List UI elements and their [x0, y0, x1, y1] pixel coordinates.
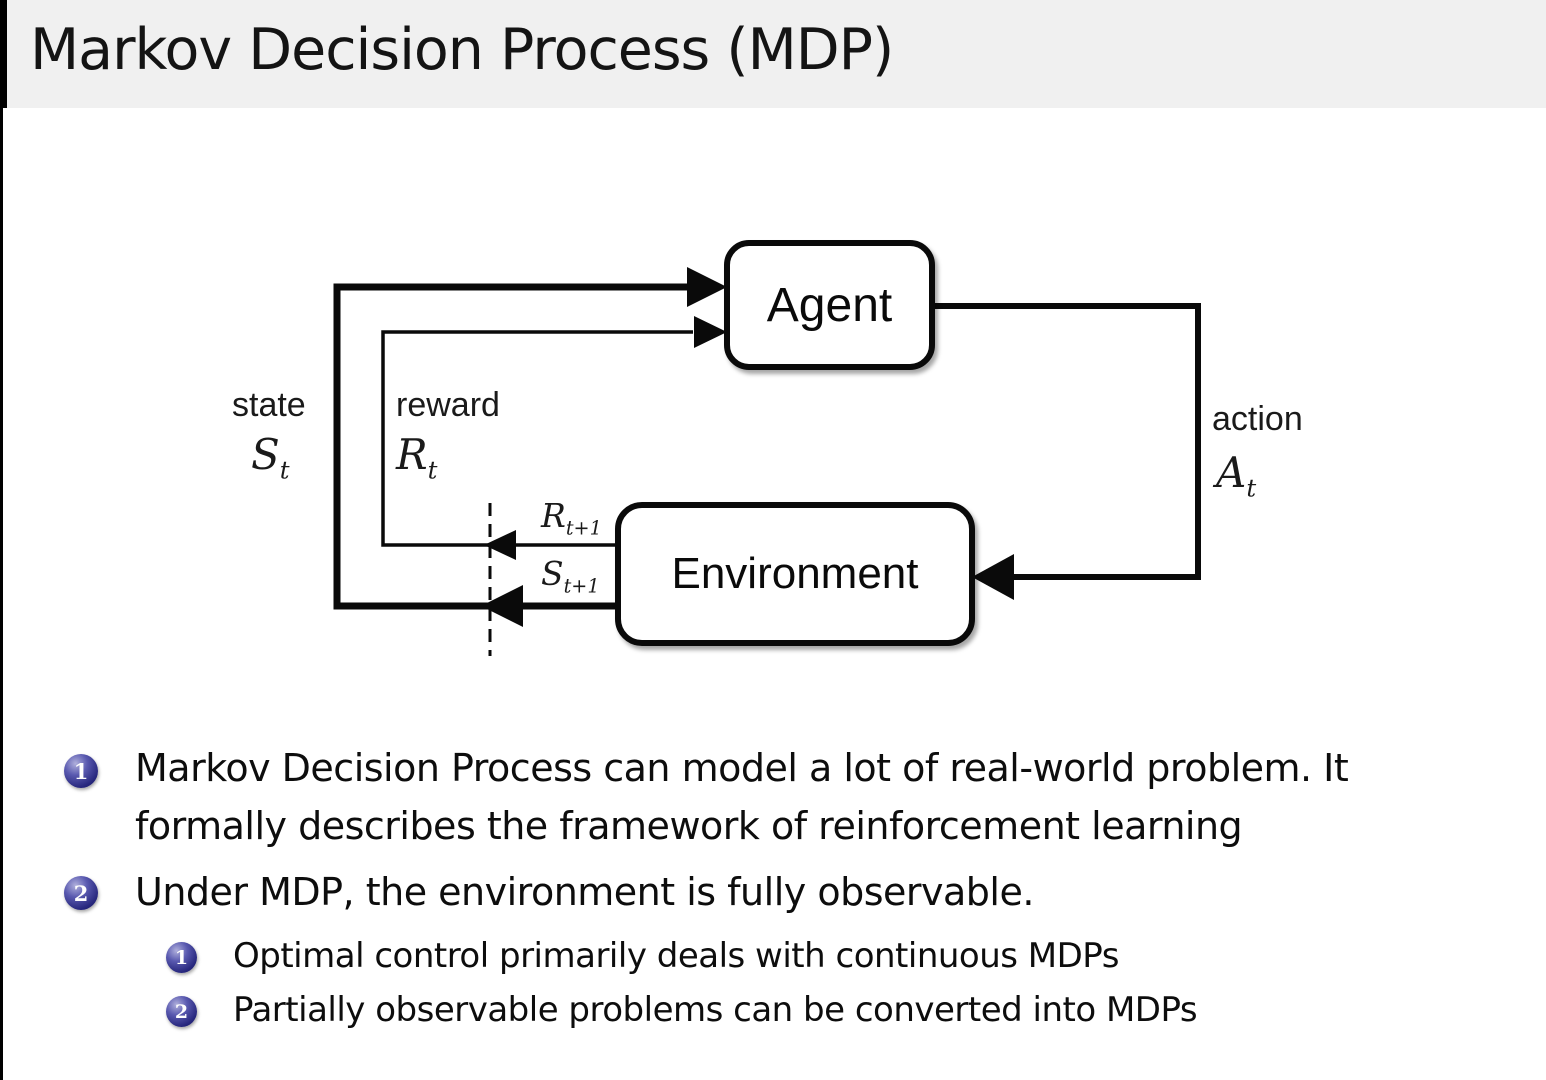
agent-box-label: Agent — [766, 278, 893, 332]
agent-box — [724, 240, 935, 370]
state-symbol-base: S — [251, 430, 280, 479]
reward-symbol-sub: t — [427, 455, 438, 485]
mdp-diagram-canvas — [333, 240, 1201, 656]
next-reward-symbol-sub: t+1 — [565, 516, 602, 540]
bullet-2-ball: 2 — [64, 876, 98, 910]
title-bar: Markov Decision Process (MDP) — [0, 0, 1546, 108]
next-state-symbol-sub: t+1 — [563, 574, 600, 598]
state-symbol: St — [251, 430, 290, 482]
reward-word-label: reward — [396, 386, 500, 424]
sub-bullet-1-ball: 1 — [166, 942, 197, 973]
action-path — [932, 303, 1201, 580]
bullet-2-text: Under MDP, the environment is fully obse… — [135, 870, 1034, 914]
action-word-label: action — [1212, 400, 1303, 438]
left-edge-strip — [0, 0, 7, 108]
next-state-symbol-base: S — [541, 554, 564, 593]
page-title: Markov Decision Process (MDP) — [30, 17, 894, 83]
sub-bullet-2-text: Partially observable problems can be con… — [233, 990, 1198, 1030]
bullet-1-ball: 1 — [64, 754, 98, 788]
reward-symbol: Rt — [396, 430, 437, 482]
bullet-2-number: 2 — [73, 880, 89, 906]
bullet-1-line-2: formally describes the framework of rein… — [135, 804, 1243, 848]
action-symbol-base: A — [1216, 448, 1247, 497]
left-edge-line — [0, 0, 3, 1080]
reward-symbol-base: R — [396, 430, 428, 479]
environment-box-label: Environment — [671, 549, 919, 598]
action-symbol-sub: t — [1246, 473, 1257, 503]
next-reward-symbol-base: R — [541, 496, 566, 535]
state-arrowhead-icon — [687, 267, 727, 307]
next-reward-arrowhead-icon — [484, 530, 516, 560]
environment-box — [615, 502, 975, 646]
reward-arrowhead-icon — [694, 316, 727, 348]
state-path — [333, 283, 717, 610]
bullet-1-line-1: Markov Decision Process can model a lot … — [135, 746, 1349, 790]
bullet-1-number: 1 — [73, 758, 89, 784]
next-state-arrowhead-icon — [481, 585, 523, 627]
sub-bullet-2-number: 2 — [174, 1000, 189, 1023]
state-word-label: state — [232, 386, 306, 424]
sub-bullet-2-ball: 2 — [166, 996, 197, 1027]
mdp-diagram — [200, 220, 1320, 690]
action-arrowhead-icon — [972, 554, 1014, 600]
sub-bullet-1-text: Optimal control primarily deals with con… — [233, 936, 1119, 976]
action-symbol: At — [1216, 448, 1256, 500]
sub-bullet-1-number: 1 — [174, 946, 189, 969]
next-reward-symbol: Rt+1 — [541, 496, 602, 538]
state-symbol-sub: t — [279, 455, 290, 485]
next-state-symbol: St+1 — [541, 554, 600, 596]
